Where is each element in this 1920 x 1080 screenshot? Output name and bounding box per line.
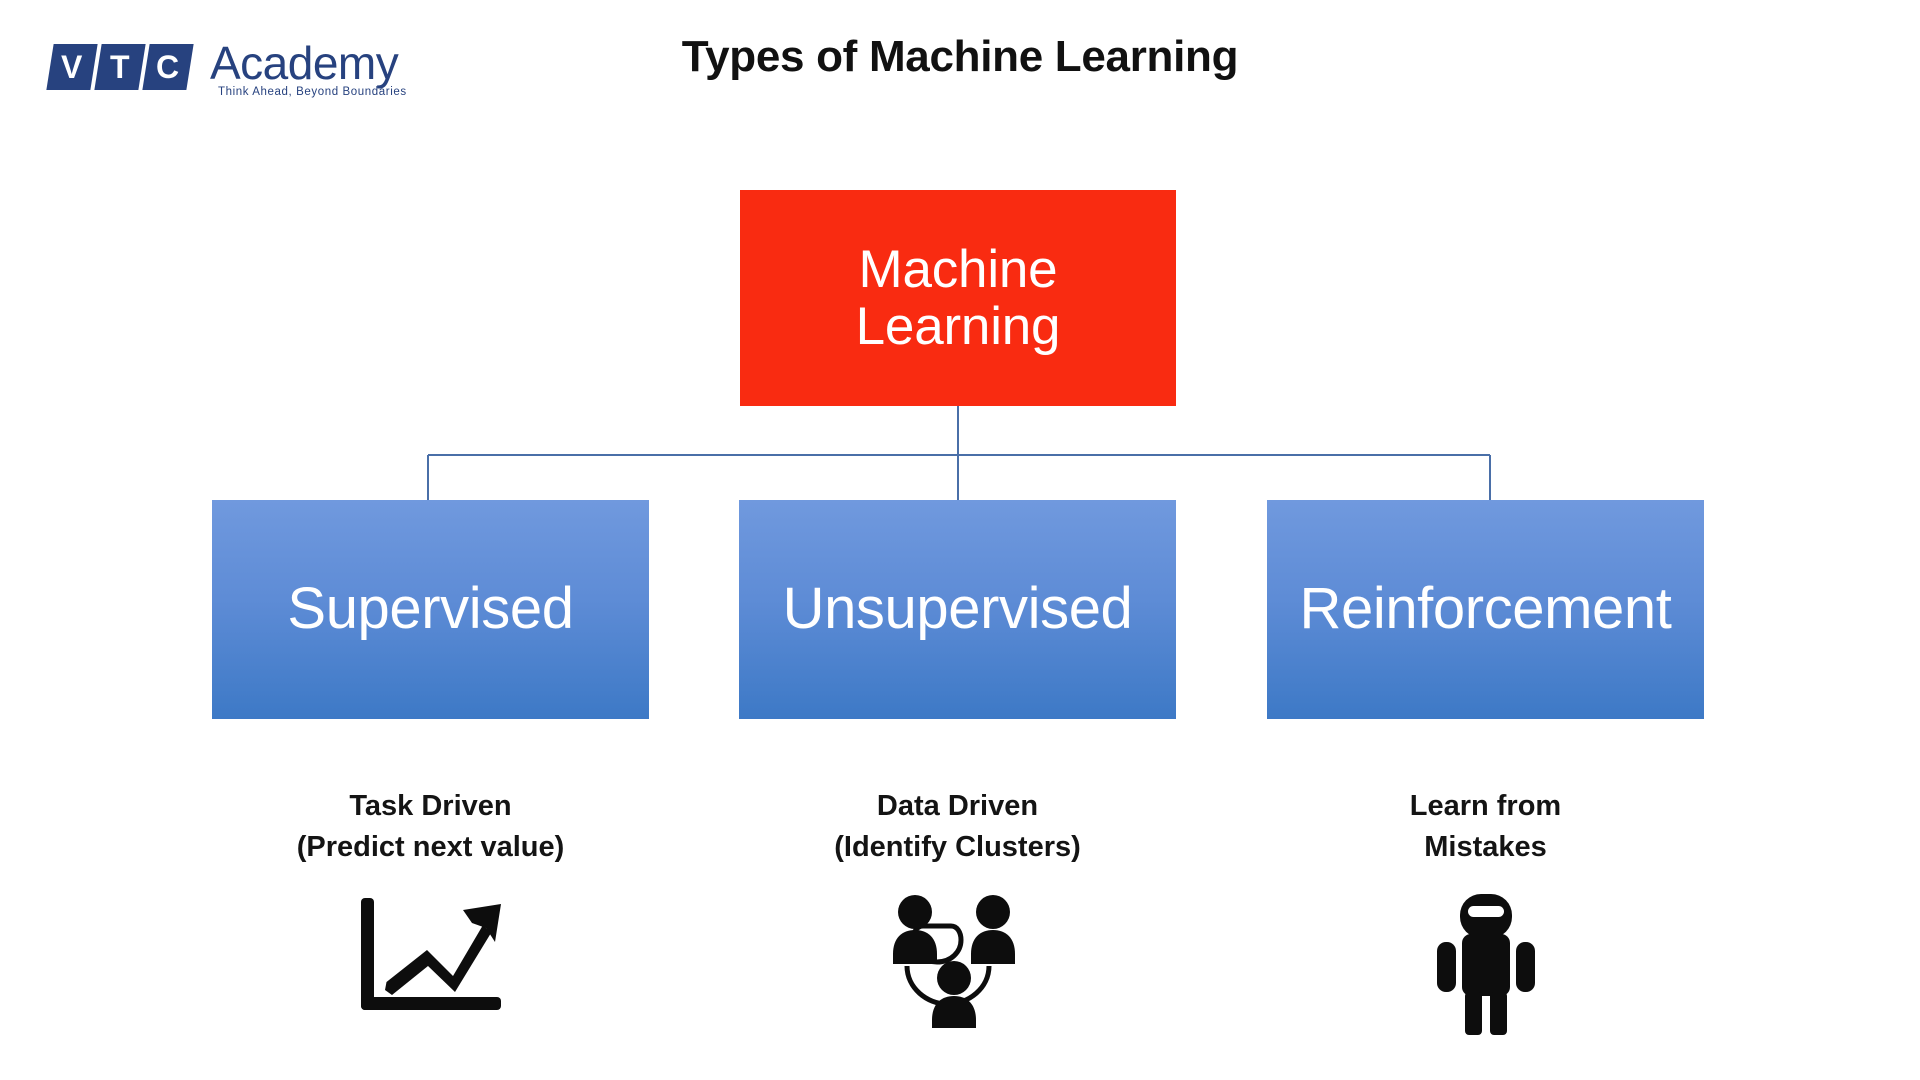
node-supervised[interactable]: Supervised bbox=[212, 500, 649, 719]
node-supervised-label: Supervised bbox=[287, 576, 574, 642]
node-machine-learning-line1: Machine bbox=[858, 239, 1058, 299]
node-unsupervised[interactable]: Unsupervised bbox=[739, 500, 1176, 719]
caption-unsupervised-line2: (Identify Clusters) bbox=[834, 831, 1081, 864]
robot-icon bbox=[1436, 894, 1535, 1035]
trending-chart-icon bbox=[360, 898, 501, 1010]
caption-reinforcement-line2: Mistakes bbox=[1424, 831, 1547, 864]
vtc-academy-logo: V T C Academy Think Ahead, Beyond Bounda… bbox=[46, 37, 430, 108]
caption-supervised: Task Driven (Predict next value) bbox=[212, 786, 649, 868]
logo-wordmark: Academy bbox=[210, 37, 399, 89]
caption-unsupervised-line1: Data Driven bbox=[876, 790, 1039, 822]
people-network-icon bbox=[892, 895, 1015, 1028]
icon-slot-unsupervised bbox=[739, 892, 1176, 1072]
caption-unsupervised: Data Driven (Identify Clusters) bbox=[739, 786, 1176, 868]
node-machine-learning[interactable]: Machine Learning bbox=[740, 190, 1176, 406]
icon-slot-reinforcement bbox=[1267, 892, 1704, 1072]
caption-reinforcement: Learn from Mistakes bbox=[1267, 786, 1704, 868]
node-reinforcement-label: Reinforcement bbox=[1299, 576, 1672, 642]
node-machine-learning-line2: Learning bbox=[855, 297, 1061, 356]
node-reinforcement[interactable]: Reinforcement bbox=[1267, 500, 1704, 719]
icon-slot-supervised bbox=[212, 892, 649, 1072]
caption-reinforcement-line1: Learn from bbox=[1409, 790, 1562, 822]
caption-supervised-line1: Task Driven bbox=[349, 790, 512, 822]
logo-tagline: Think Ahead, Beyond Boundaries bbox=[218, 86, 407, 98]
node-unsupervised-label: Unsupervised bbox=[782, 576, 1133, 642]
caption-supervised-line2: (Predict next value) bbox=[296, 831, 565, 864]
page-title: Types of Machine Learning bbox=[681, 32, 1239, 81]
